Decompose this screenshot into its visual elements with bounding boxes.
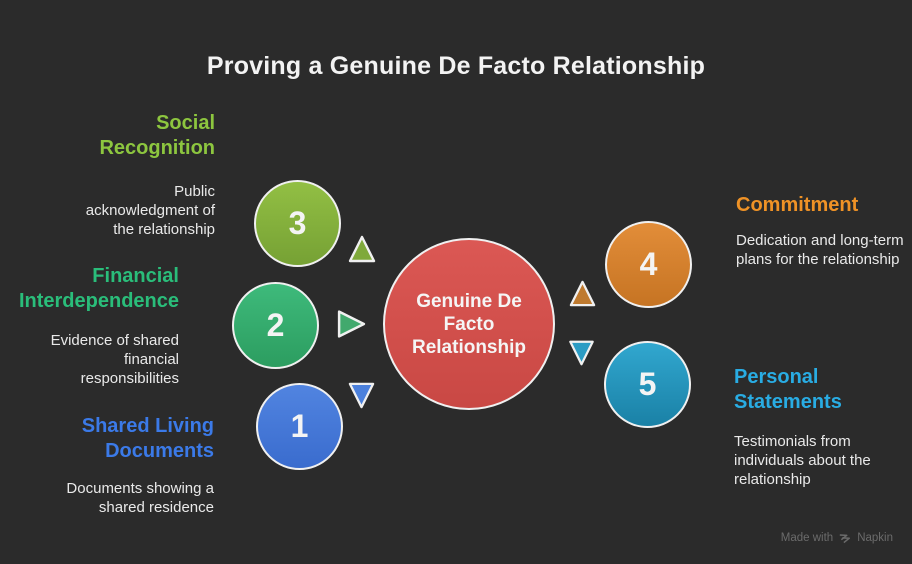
- node-heading-social-recognition: Social Recognition: [99, 112, 215, 159]
- arrow-down-icon: [348, 382, 375, 409]
- watermark-brand: Napkin: [857, 532, 893, 544]
- node-heading-personal-statements: Personal Statements: [734, 366, 842, 413]
- node-number-3: 3: [288, 205, 307, 241]
- node-description-commitment: Dedication and long-term plans for the r…: [736, 232, 904, 268]
- watermark-prefix: Made with: [780, 532, 834, 544]
- node-heading-shared-living-documents: Shared Living Documents: [81, 415, 214, 462]
- node-circle-3: 3: [254, 180, 341, 267]
- watermark: Made with Napkin: [781, 531, 893, 545]
- node-number-1: 1: [290, 408, 309, 444]
- arrow-up-icon: [348, 235, 376, 263]
- center-label: Genuine De Facto Relationship: [411, 290, 526, 358]
- node-circle-1: 1: [256, 383, 343, 470]
- node-description-personal-statements: Testimonials from individuals about the …: [734, 433, 871, 488]
- node-description-shared-living-documents: Documents showing a shared residence: [66, 480, 214, 516]
- napkin-logo-icon: [839, 534, 851, 544]
- node-description-social-recognition: Public acknowledgment of the relationshi…: [85, 183, 215, 238]
- node-heading-financial-interdependence: Financial Interdependence: [18, 265, 179, 312]
- arrow-up-icon: [569, 280, 596, 307]
- center-circle: Genuine De Facto Relationship: [383, 238, 555, 410]
- node-number-2: 2: [266, 307, 285, 343]
- node-circle-4: 4: [605, 221, 692, 308]
- node-number-4: 4: [639, 246, 658, 282]
- node-circle-5: 5: [604, 341, 691, 428]
- node-heading-commitment: Commitment: [736, 194, 859, 216]
- node-number-5: 5: [638, 366, 657, 402]
- arrow-right-icon: [337, 310, 366, 338]
- node-description-financial-interdependence: Evidence of shared financial responsibil…: [50, 332, 179, 387]
- page-title: Proving a Genuine De Facto Relationship: [206, 52, 706, 80]
- node-circle-2: 2: [232, 282, 319, 369]
- arrow-down-icon: [569, 340, 594, 366]
